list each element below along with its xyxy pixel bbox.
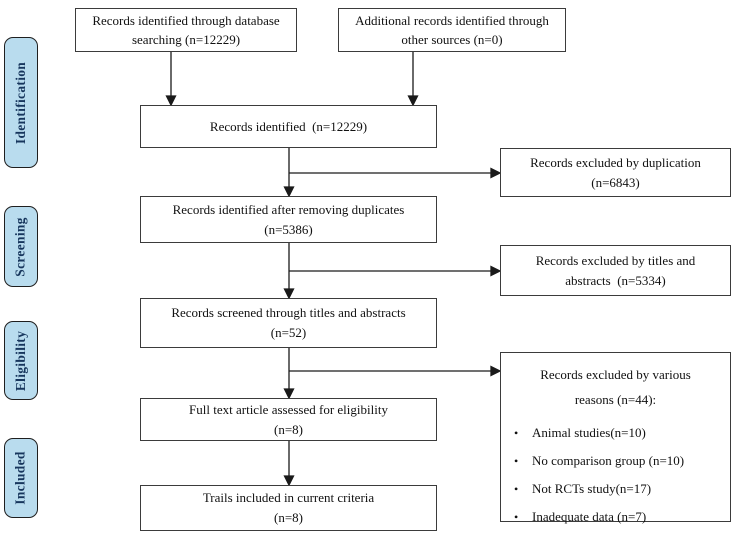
box-text-line: (n=8) (274, 421, 303, 437)
box-text-line: Records screened through titles and abst… (171, 305, 406, 320)
box-text-line: searching (n=12229) (131, 32, 241, 47)
box-text-line: Records excluded by various (540, 367, 691, 382)
box-records-screened: Records screened through titles and abst… (140, 298, 437, 348)
box-excluded-various-reasons: Records excluded by various reasons (n=4… (500, 352, 731, 531)
box-text-line: Full text article assessed for eligibili… (189, 401, 388, 417)
box-text-line: (n=52) (270, 325, 307, 340)
box-text-line: (n=8) (274, 510, 303, 525)
box-excluded-titles-abstracts: Records excluded by titles and abstracts… (500, 245, 731, 296)
stage-identification: Identification (4, 37, 38, 168)
box-text-line: Additional records identified through (355, 13, 549, 28)
box-records-identified: Records identified (n=12229) (140, 105, 437, 148)
box-additional-records: Additional records identified through ot… (338, 8, 566, 52)
box-text-line: Records excluded by duplication (530, 154, 701, 170)
bullet-item: Animal studies(n=10) (501, 419, 730, 447)
bullet-item: Inadequate data (n=7) (501, 503, 730, 531)
box-text-line: Trails included in current criteria (202, 490, 375, 505)
box-text-line: (n=6843) (591, 174, 640, 190)
stage-label: Screening (13, 216, 29, 277)
box-text-line: Records excluded by titles and (535, 252, 696, 268)
box-text-line: abstracts (n=5334) (565, 272, 666, 288)
stage-eligibility: Eligibility (4, 321, 38, 400)
bullet-item: No comparison group (n=10) (501, 447, 730, 475)
box-records-database-search: Records identified through database sear… (75, 8, 297, 52)
stage-included: Included (4, 438, 38, 518)
stage-label: Eligibility (13, 330, 28, 391)
exclusion-reasons-list: Animal studies(n=10) No comparison group… (501, 419, 730, 531)
box-text-line: (n=5386) (264, 221, 313, 237)
stage-screening: Screening (4, 206, 38, 287)
bullet-item: Not RCTs study(n=17) (501, 475, 730, 503)
box-text-line: Records identified after removing duplic… (172, 201, 405, 217)
box-text-line: Records identified (n=12229) (209, 118, 368, 134)
box-text-line: other sources (n=0) (401, 32, 503, 47)
box-text-line: Records identified through database (92, 13, 280, 28)
stage-label: Identification (13, 61, 29, 144)
box-after-removing-duplicates: Records identified after removing duplic… (140, 196, 437, 243)
box-text-line: reasons (n=44): (574, 392, 657, 407)
stage-label: Included (13, 451, 29, 505)
box-trails-included: Trails included in current criteria (n=8… (140, 485, 437, 531)
box-excluded-duplication: Records excluded by duplication (n=6843) (500, 148, 731, 197)
box-fulltext-assessed: Full text article assessed for eligibili… (140, 398, 437, 441)
